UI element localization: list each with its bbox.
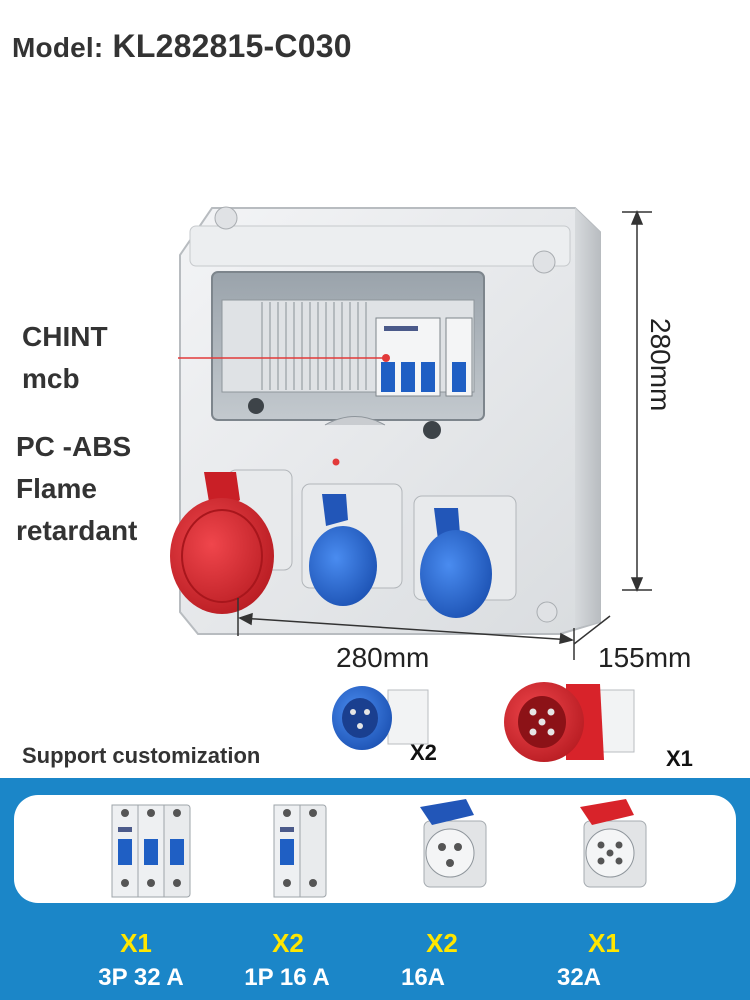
blue-socket-2 bbox=[413, 495, 517, 618]
mcb-callout: CHINT mcb bbox=[22, 316, 108, 400]
callout-lines bbox=[178, 354, 390, 466]
material-callout-line1: PC -ABS bbox=[16, 431, 132, 462]
red-socket-qty: X1 bbox=[588, 928, 620, 958]
1p-breaker-spec: 1P 16 A bbox=[244, 964, 330, 991]
red-socket-spec: 32A bbox=[556, 964, 602, 991]
mcb-callout-line1: CHINT bbox=[22, 321, 108, 352]
depth-dimension: 155mm bbox=[598, 642, 692, 673]
3p-breaker-spec: 3P 32 A bbox=[98, 964, 184, 991]
blue-socket-1 bbox=[301, 483, 403, 606]
width-dimension: 280mm bbox=[336, 642, 430, 673]
red-plug-image bbox=[504, 682, 635, 762]
1p-breaker-icon bbox=[273, 804, 327, 898]
customization-band: X1 X2 X2 X1 3P 32 A 1P 16 A 16A 32A bbox=[0, 778, 750, 1000]
material-callout-line3: retardant bbox=[16, 515, 138, 546]
blue-socket-spec: 16A bbox=[400, 964, 446, 991]
3p-breaker-item bbox=[80, 795, 220, 903]
model-value: KL282815-C030 bbox=[112, 28, 352, 64]
blue-socket-qty: X2 bbox=[426, 928, 458, 958]
1p-breaker-item bbox=[238, 795, 378, 903]
height-dimension: 280mm bbox=[645, 318, 676, 412]
3p-breaker-qty: X1 bbox=[120, 928, 152, 958]
red-socket-item bbox=[540, 795, 680, 903]
material-callout-line2: Flame bbox=[16, 473, 97, 504]
red-socket-icon bbox=[580, 799, 647, 888]
1p-breaker-qty: X2 bbox=[272, 928, 304, 958]
support-customization-label: Support customization bbox=[22, 743, 261, 768]
mcb-window bbox=[211, 271, 485, 439]
blue-plug-image bbox=[332, 686, 429, 750]
red-socket bbox=[170, 469, 293, 614]
blue-plug-qty: X2 bbox=[410, 740, 437, 765]
page-title: Model: KL282815-C030 bbox=[12, 28, 352, 65]
distribution-box-illustration bbox=[170, 206, 652, 762]
3p-breaker-icon bbox=[111, 804, 191, 898]
mcb-callout-line2: mcb bbox=[22, 363, 80, 394]
material-callout: PC -ABS Flame retardant bbox=[16, 426, 137, 552]
red-plug-qty: X1 bbox=[666, 746, 693, 771]
customization-card bbox=[14, 795, 736, 903]
dimension-lines bbox=[237, 210, 652, 660]
blue-socket-icon bbox=[420, 799, 487, 888]
blue-socket-item bbox=[380, 795, 520, 903]
model-label: Model: bbox=[12, 32, 104, 63]
